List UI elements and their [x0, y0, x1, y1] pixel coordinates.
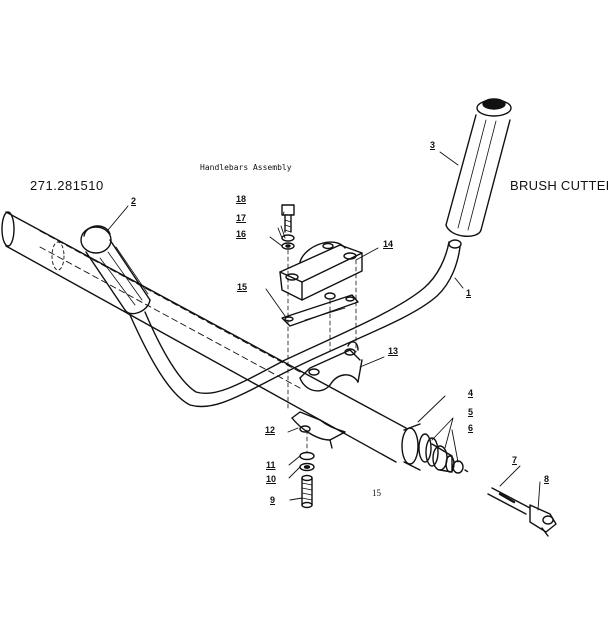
callout-4: 4 [468, 388, 474, 398]
page-number: 15 [372, 488, 381, 498]
callout-3: 3 [430, 140, 436, 150]
callout-13: 13 [388, 346, 399, 356]
right-grip [445, 98, 512, 249]
callout-7: 7 [512, 455, 518, 465]
handlebar-tube [129, 241, 461, 408]
callout-8: 8 [544, 474, 550, 484]
callout-2: 2 [131, 196, 137, 206]
drive-cable-end [464, 469, 557, 537]
leader-lines [107, 151, 541, 511]
bottom-bolt-stack [299, 451, 315, 509]
callout-14: 14 [383, 239, 394, 249]
left-grip [80, 225, 151, 315]
part-number: 271.281510 [30, 178, 104, 193]
callout-16: 16 [236, 229, 247, 239]
callout-11: 11 [266, 460, 276, 470]
upper-clamp [279, 241, 363, 301]
callout-6: 6 [468, 423, 474, 433]
callout-9: 9 [270, 495, 276, 505]
middle-clamp [299, 341, 363, 392]
shaft-end-fittings [401, 423, 464, 474]
diagram-title: Handlebars Assembly [200, 163, 292, 172]
spacer-plate [281, 292, 359, 327]
callout-15: 15 [237, 282, 248, 292]
product-name: BRUSH CUTTER [510, 178, 608, 193]
callout-10: 10 [266, 474, 277, 484]
callout-12: 12 [265, 425, 276, 435]
assembly-lines [287, 249, 357, 453]
callout-5: 5 [468, 407, 474, 417]
callout-18: 18 [236, 194, 247, 204]
callout-17: 17 [236, 213, 247, 223]
bottom-clamp [291, 411, 346, 449]
drive-shaft-tube [1, 211, 407, 463]
callout-1: 1 [466, 288, 472, 298]
